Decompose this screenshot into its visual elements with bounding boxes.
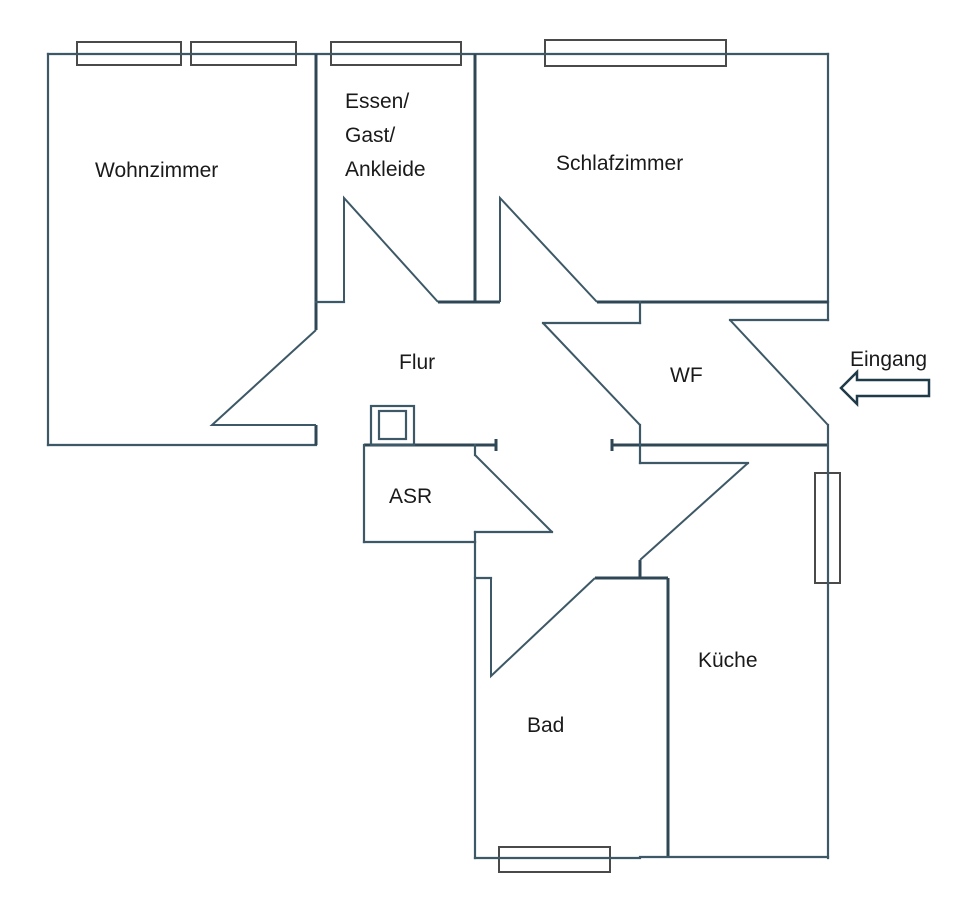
walls xyxy=(46,52,830,860)
label-flur: Flur xyxy=(399,351,435,374)
label-asr: ASR xyxy=(389,485,432,508)
shaft-outer xyxy=(369,404,416,447)
door-bad xyxy=(490,577,596,679)
window-bad xyxy=(498,846,611,873)
door-essen xyxy=(343,195,439,303)
door-asr xyxy=(474,454,553,533)
shaft-inner xyxy=(377,409,408,441)
door-schlafzimmer xyxy=(499,195,598,303)
label-eingang: Eingang xyxy=(850,348,927,371)
label-bad: Bad xyxy=(527,714,564,737)
doors xyxy=(209,195,829,679)
entrance-arrow-icon xyxy=(839,368,931,408)
label-essen-1: Essen/ xyxy=(345,90,409,113)
label-essen-3: Ankleide xyxy=(345,158,426,181)
label-wf: WF xyxy=(670,364,703,387)
label-schlafzimmer: Schlafzimmer xyxy=(556,152,683,175)
door-wohnzimmer xyxy=(209,329,317,426)
shaft xyxy=(369,404,416,447)
label-kueche: Küche xyxy=(698,649,758,672)
label-essen-2: Gast/ xyxy=(345,124,395,147)
windows xyxy=(75,39,841,873)
door-entrance xyxy=(729,319,829,426)
door-kueche xyxy=(639,462,749,561)
door-wf-inner xyxy=(542,322,641,426)
label-wohnzimmer: Wohnzimmer xyxy=(95,159,218,182)
